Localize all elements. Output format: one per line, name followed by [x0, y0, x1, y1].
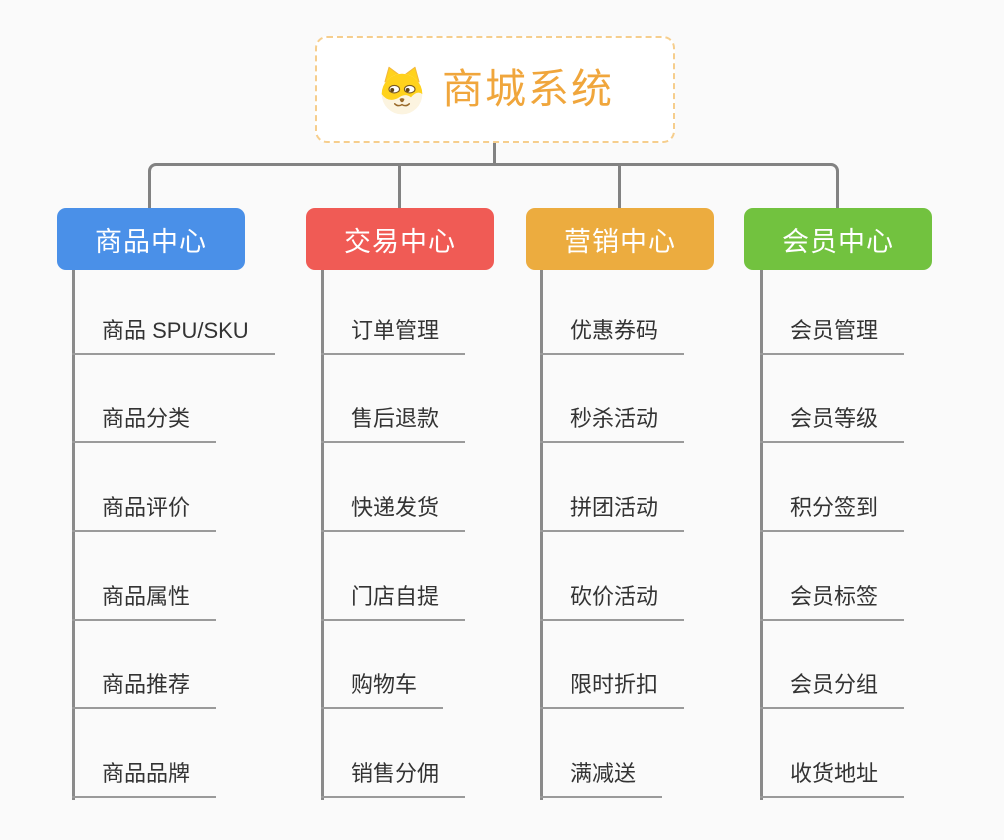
branch-node-product-center[interactable]: 商品中心: [57, 208, 245, 270]
leaf-node[interactable]: 限时折扣: [540, 671, 685, 709]
root-connector-stem: [493, 141, 496, 164]
children-trunk-trade: [321, 270, 324, 800]
leaf-node[interactable]: 会员标签: [760, 583, 905, 621]
leaf-node[interactable]: 会员分组: [760, 671, 905, 709]
leaf-node[interactable]: 购物车: [321, 671, 444, 709]
leaf-node[interactable]: 售后退款: [321, 405, 466, 443]
leaf-node[interactable]: 满减送: [540, 760, 663, 798]
leaf-node[interactable]: 会员管理: [760, 317, 905, 355]
branch-connector-bus: [148, 163, 839, 208]
leaf-node[interactable]: 砍价活动: [540, 583, 685, 621]
branch-connector-drop-3: [618, 163, 621, 208]
branch-label: 营销中心: [564, 226, 676, 257]
leaf-node[interactable]: 优惠券码: [540, 317, 685, 355]
children-trunk-marketing: [540, 270, 543, 800]
branch-label: 会员中心: [782, 226, 894, 257]
leaf-node[interactable]: 商品评价: [72, 494, 217, 532]
leaf-node[interactable]: 门店自提: [321, 583, 466, 621]
root-node-mall-system[interactable]: 商城系统: [315, 36, 675, 143]
branch-node-marketing-center[interactable]: 营销中心: [526, 208, 714, 270]
leaf-node[interactable]: 快递发货: [321, 494, 466, 532]
children-trunk-members: [760, 270, 763, 800]
leaf-node[interactable]: 积分签到: [760, 494, 905, 532]
root-node-title: 商城系统: [442, 66, 614, 112]
leaf-node[interactable]: 销售分佣: [321, 760, 466, 798]
leaf-node[interactable]: 收货地址: [760, 760, 905, 798]
leaf-node[interactable]: 秒杀活动: [540, 405, 685, 443]
children-trunk-products: [72, 270, 75, 800]
leaf-node[interactable]: 会员等级: [760, 405, 905, 443]
leaf-node[interactable]: 商品分类: [72, 405, 217, 443]
branch-label: 交易中心: [344, 226, 456, 257]
branch-node-member-center[interactable]: 会员中心: [744, 208, 932, 270]
branch-label: 商品中心: [95, 226, 207, 257]
branch-node-trade-center[interactable]: 交易中心: [306, 208, 494, 270]
leaf-node[interactable]: 商品 SPU/SKU: [72, 317, 275, 355]
leaf-node[interactable]: 商品属性: [72, 583, 217, 621]
leaf-node[interactable]: 拼团活动: [540, 494, 685, 532]
branch-connector-drop-2: [398, 163, 401, 208]
leaf-node[interactable]: 商品品牌: [72, 760, 217, 798]
leaf-node[interactable]: 订单管理: [321, 317, 466, 355]
shiba-dog-icon: [376, 64, 428, 116]
leaf-node[interactable]: 商品推荐: [72, 671, 217, 709]
